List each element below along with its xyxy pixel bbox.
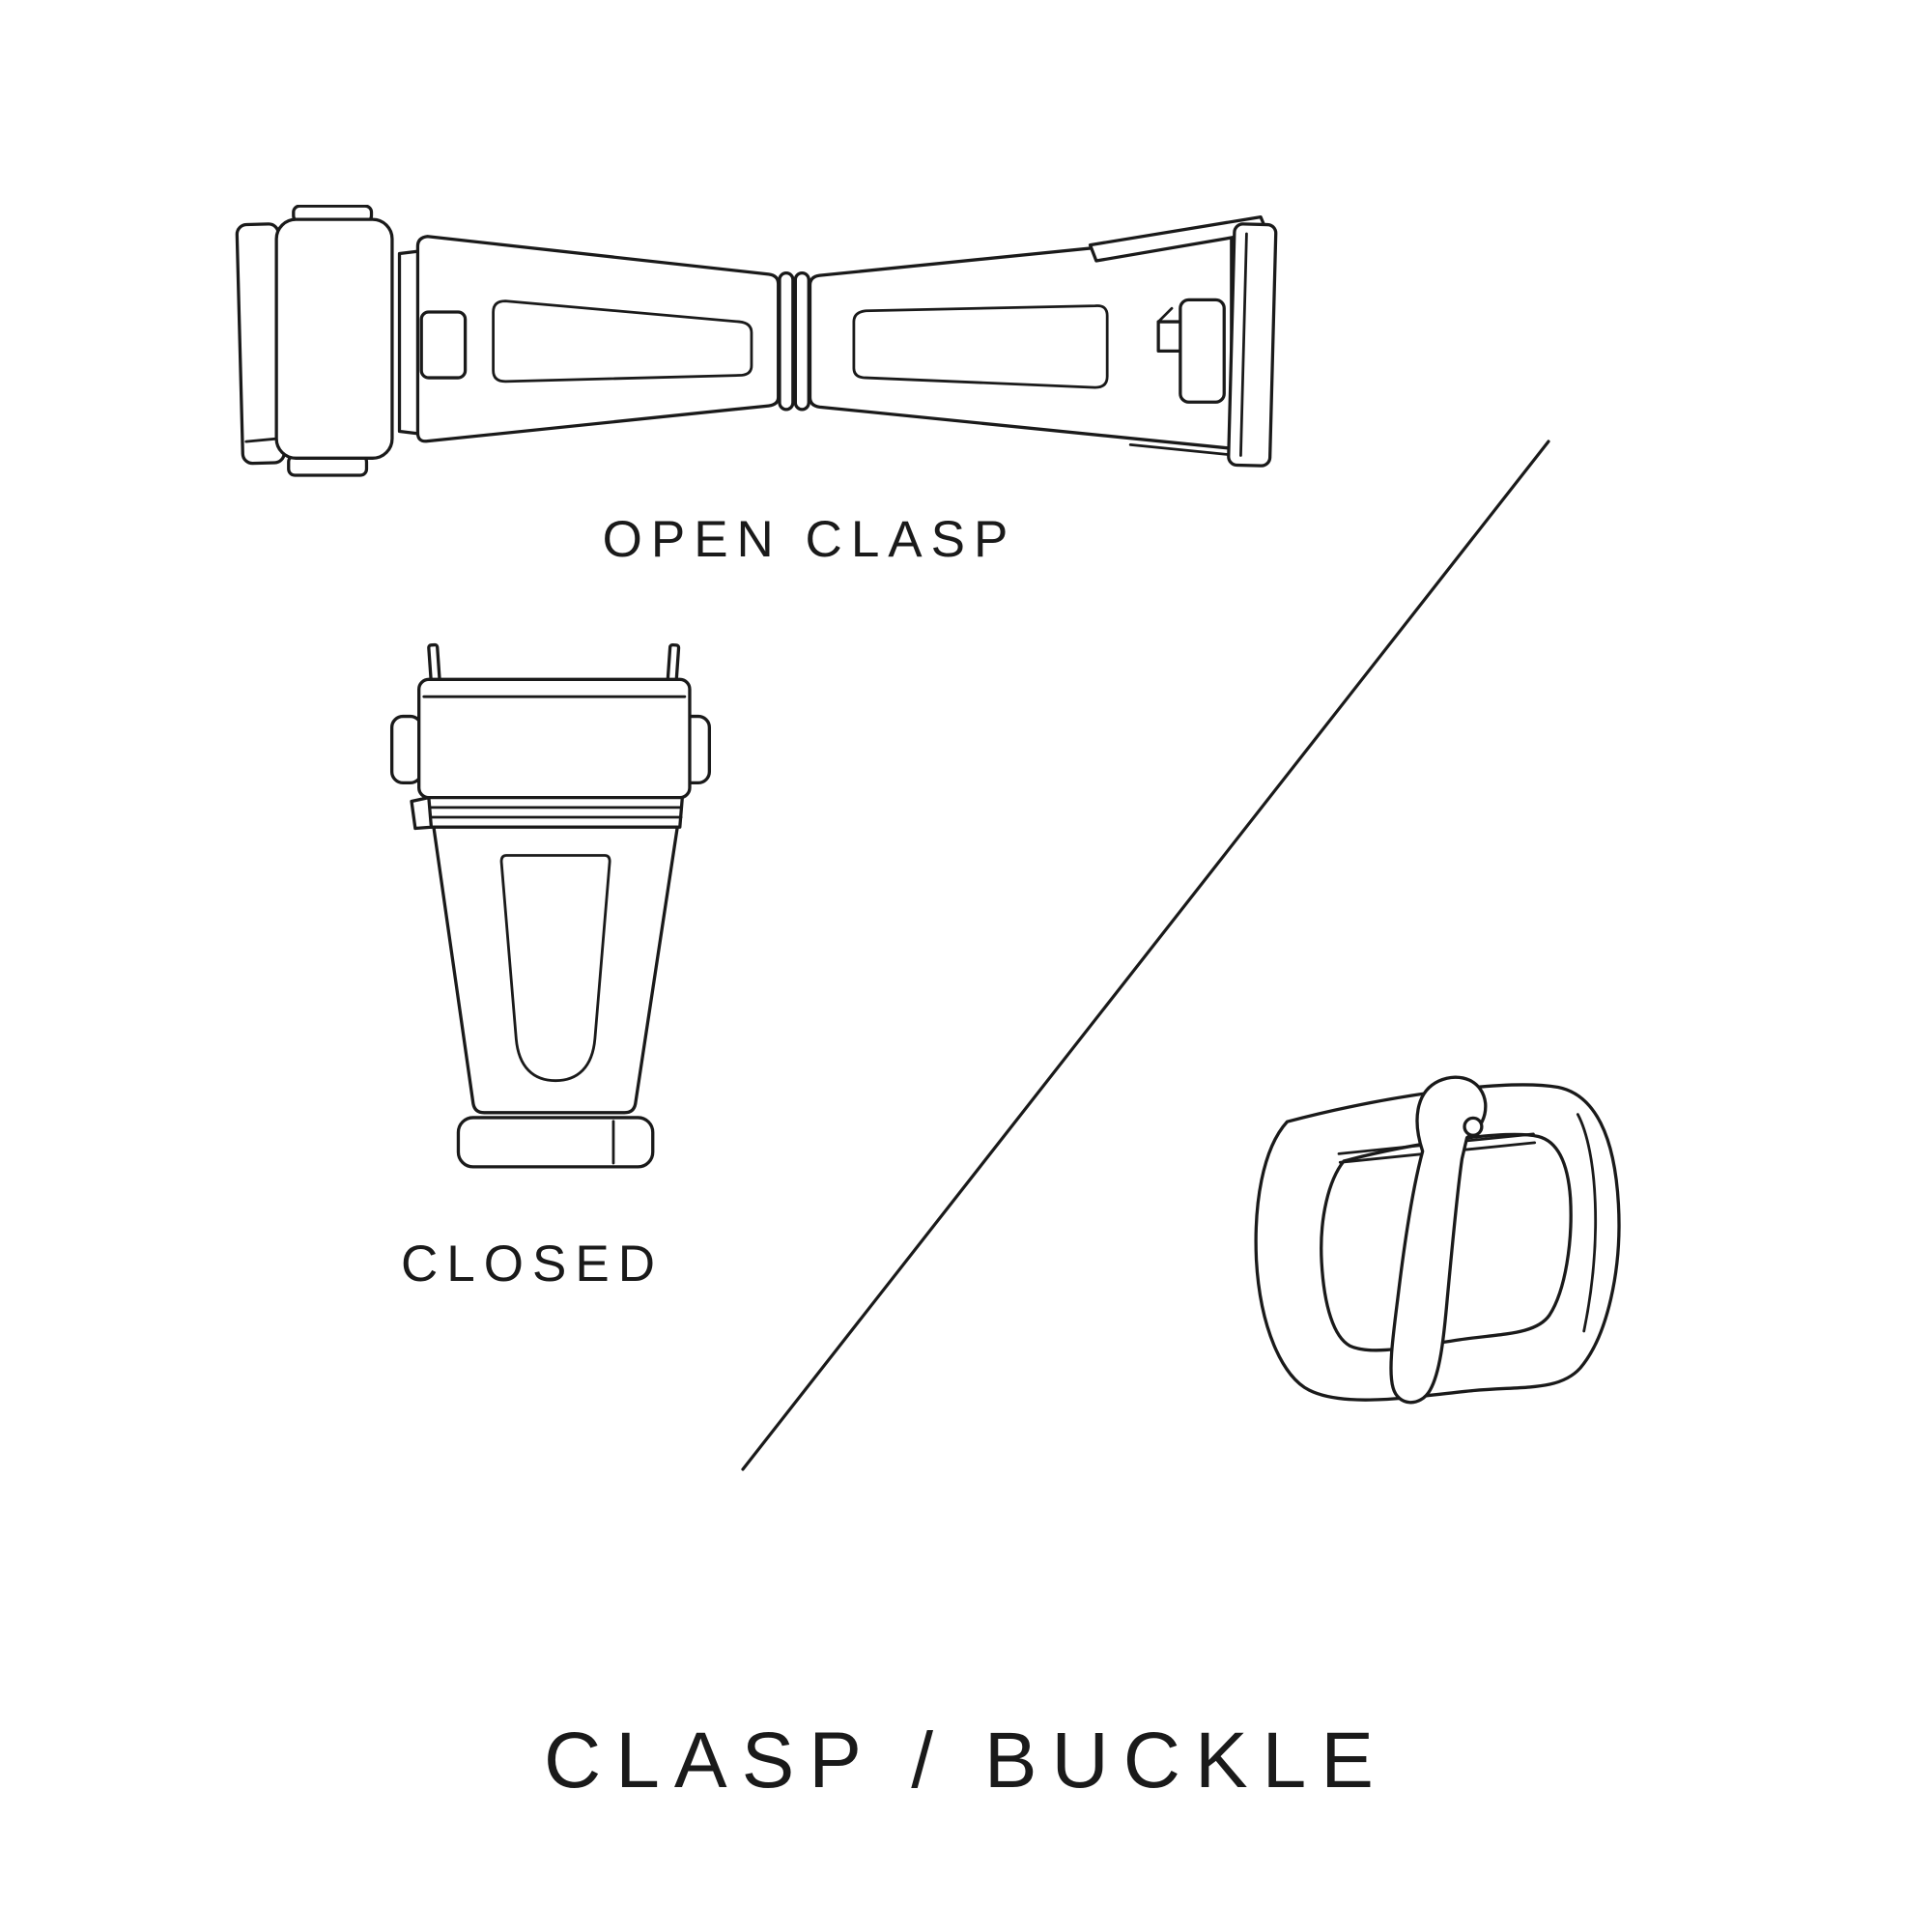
buckle-right-bar-contour xyxy=(1576,1113,1598,1333)
open-clasp-end-link xyxy=(274,217,394,460)
diagonal-divider-line xyxy=(741,440,1550,1471)
open-clasp-hinge-bar-2 xyxy=(793,270,810,412)
open-clasp-hook xyxy=(1156,298,1226,404)
divider-container xyxy=(729,430,1560,1483)
buckle-pivot-ring xyxy=(1463,1116,1484,1137)
open-clasp-left-arm xyxy=(415,235,781,443)
diagram-title: CLASP / BUCKLE xyxy=(544,1717,1388,1804)
open-clasp-hinge-bar-1 xyxy=(778,270,795,412)
closed-clasp-body xyxy=(432,825,679,1115)
closed-clasp-body-inner-outline xyxy=(499,854,611,1083)
open-clasp-right-arm xyxy=(808,232,1234,450)
figure-closed-clasp xyxy=(384,642,717,1180)
open-clasp-illustration xyxy=(235,204,1278,477)
open-clasp-notch xyxy=(419,310,468,380)
closed-clasp-cover xyxy=(417,677,692,800)
closed-clasp-label: CLOSED xyxy=(401,1236,664,1293)
tang-buckle-illustration xyxy=(1254,1075,1621,1405)
closed-clasp-bottom-cap xyxy=(456,1116,655,1169)
open-clasp-label: OPEN CLASP xyxy=(602,511,1017,568)
closed-clasp-side-tab-left xyxy=(389,714,423,785)
buckle-tongue xyxy=(1389,1075,1488,1405)
closed-clasp-illustration xyxy=(389,642,712,1169)
figure-open-clasp xyxy=(220,204,1293,480)
closed-clasp-band xyxy=(410,795,684,831)
open-clasp-left-arm-inner-outline xyxy=(492,299,753,384)
figure-buckle xyxy=(1223,1063,1630,1407)
open-clasp-right-end-strip xyxy=(1227,222,1278,468)
open-clasp-bracket xyxy=(397,249,422,436)
open-clasp-right-arm-inner-outline xyxy=(852,304,1109,389)
